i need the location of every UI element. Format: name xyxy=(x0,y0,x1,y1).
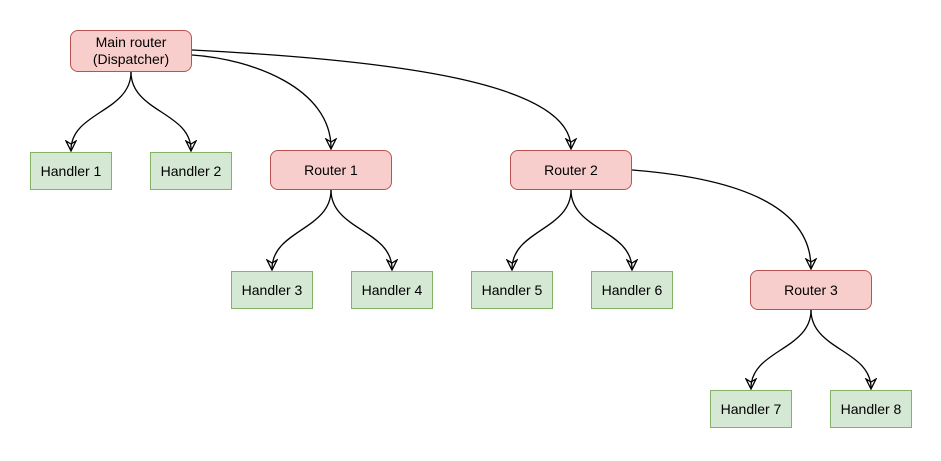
node-handler-2: Handler 2 xyxy=(150,152,232,190)
edge-main-router-to-router-1 xyxy=(191,54,331,148)
node-main-router: Main router (Dispatcher) xyxy=(70,30,192,72)
edge-main-router-to-handler-2 xyxy=(130,71,191,150)
node-router-1: Router 1 xyxy=(270,150,392,190)
edge-main-router-to-router-2 xyxy=(191,49,571,148)
edge-router-2-to-handler-6 xyxy=(570,189,632,269)
edge-router-3-to-handler-7 xyxy=(751,309,812,388)
node-handler-7: Handler 7 xyxy=(710,390,792,428)
edge-router-2-to-router-3 xyxy=(631,169,811,268)
edge-router-3-to-handler-8 xyxy=(810,309,871,388)
edge-router-1-to-handler-3 xyxy=(272,189,332,269)
node-handler-1: Handler 1 xyxy=(30,152,112,190)
node-handler-5: Handler 5 xyxy=(471,271,553,309)
node-handler-6: Handler 6 xyxy=(591,271,673,309)
node-handler-8: Handler 8 xyxy=(830,390,912,428)
edge-router-1-to-handler-4 xyxy=(330,189,392,269)
node-router-2: Router 2 xyxy=(510,150,632,190)
edge-main-router-to-handler-1 xyxy=(71,71,132,150)
node-handler-4: Handler 4 xyxy=(351,271,433,309)
node-router-3: Router 3 xyxy=(750,270,872,310)
edge-router-2-to-handler-5 xyxy=(512,189,572,269)
node-handler-3: Handler 3 xyxy=(231,271,313,309)
